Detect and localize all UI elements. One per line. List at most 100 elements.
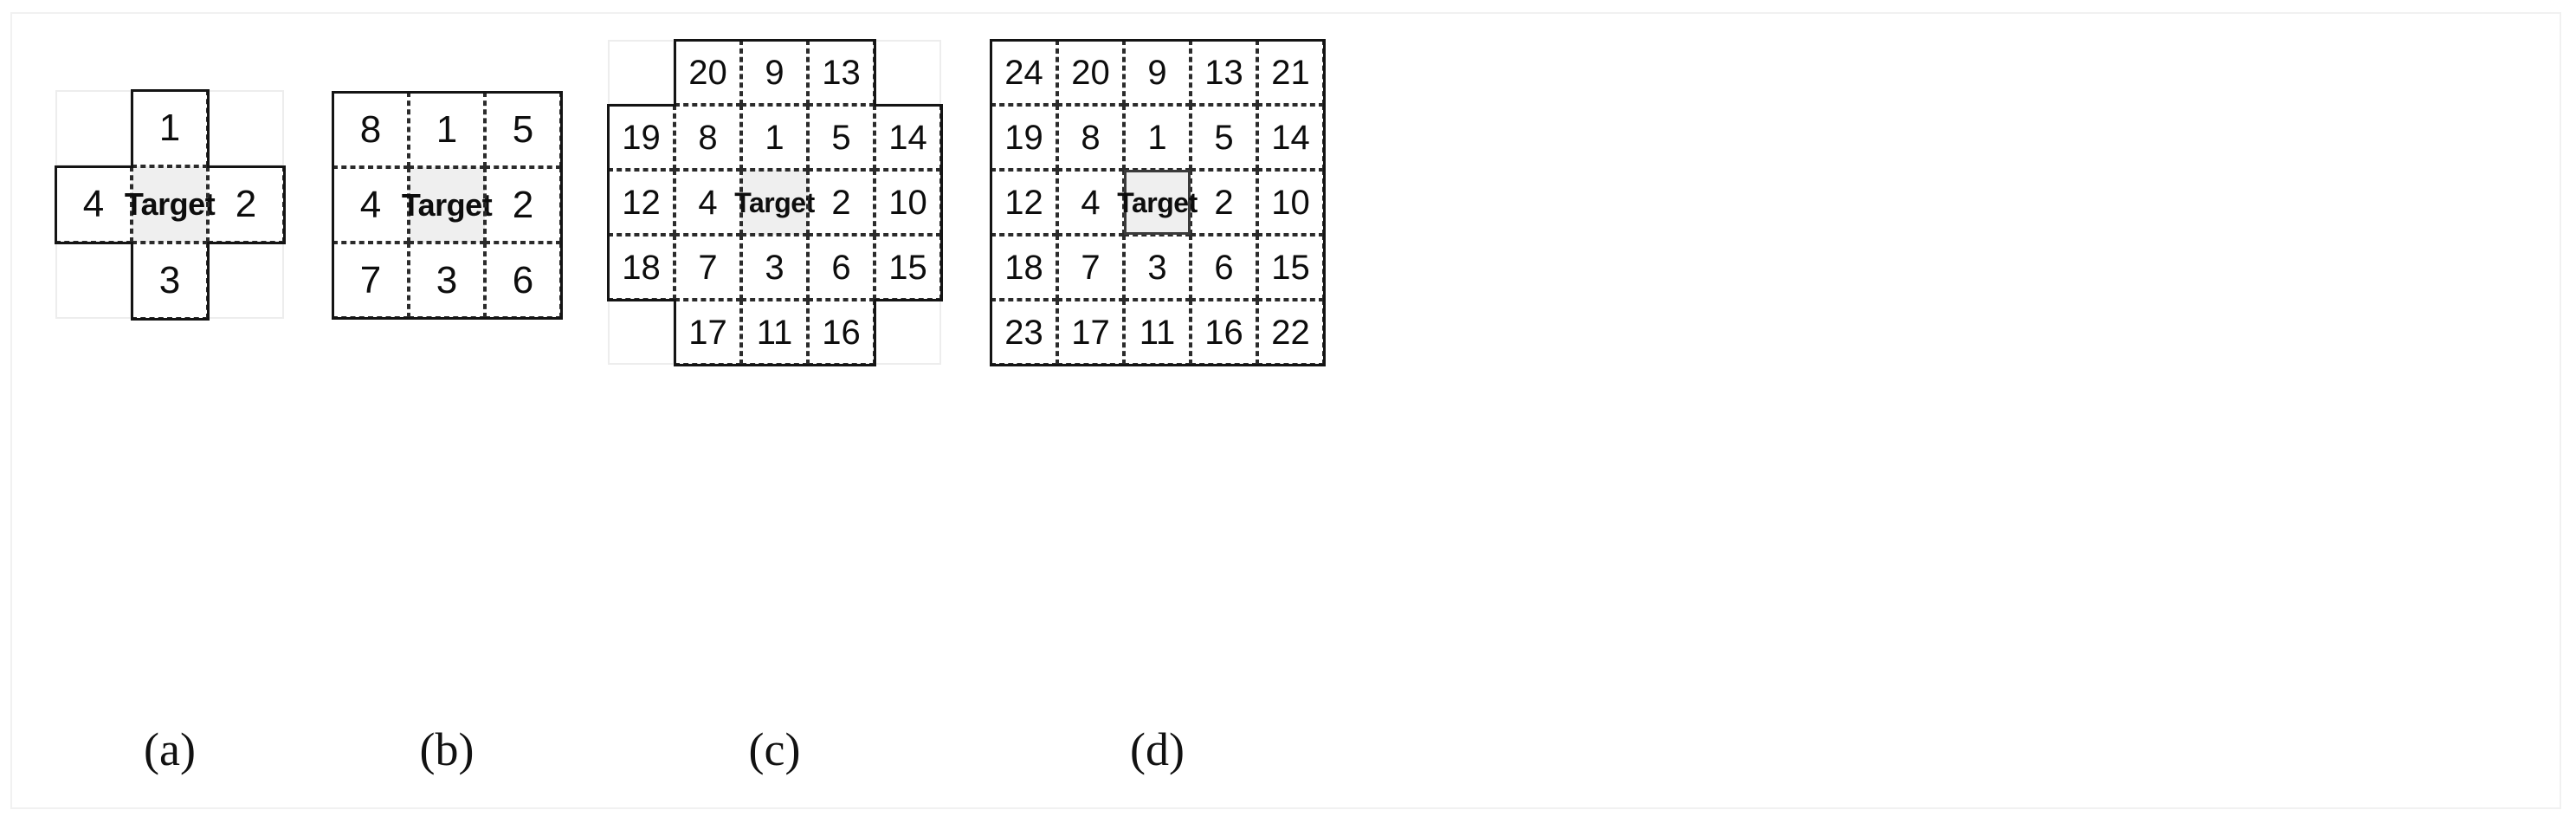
panel-c-cell-14: 14 (875, 105, 941, 170)
panel-a-neighborhood-outline-segment (130, 241, 133, 321)
panel-c-caption: (c) (748, 723, 801, 775)
panel-c-neighborhood-outline-segment (873, 298, 876, 366)
panel-d-neighborhood-outline-segment (1056, 363, 1126, 366)
panel-a-cell-1: 1 (132, 90, 208, 166)
panel-a-neighborhood-outline-segment (206, 241, 286, 244)
panel-c-cell-20: 20 (675, 40, 741, 105)
panel-c-cell-9: 9 (741, 40, 808, 105)
panel-c-cell-16: 16 (808, 300, 875, 365)
panel-c-neighborhood-outline-segment (873, 38, 876, 107)
panel-c-neighborhood-outline-segment (806, 38, 876, 42)
panel-c-cell-15: 15 (875, 235, 941, 300)
panel-d-neighborhood-outline-segment (989, 38, 1059, 42)
panel-d-neighborhood-outline-segment (989, 38, 992, 107)
panel-c-cell-13: 13 (808, 40, 875, 105)
panel-b-caption: (b) (419, 723, 475, 775)
panel-c-cell-8: 8 (675, 105, 741, 170)
panel-d-cell-22: 22 (1257, 300, 1324, 365)
panel-c-neighborhood-outline-segment (939, 168, 943, 237)
panel-c-cell-5: 5 (808, 105, 875, 170)
panel-b-cell-3: 3 (409, 243, 485, 318)
panel-d-neighborhood-outline-segment (1189, 38, 1259, 42)
panel-d-cell-16: 16 (1191, 300, 1257, 365)
panel-a-neighborhood-outline-segment (282, 165, 286, 244)
panel-c-neighborhood-outline-segment (673, 38, 676, 107)
panel-d-cell-14: 14 (1257, 105, 1324, 170)
panel-c-neighborhood-outline-segment (939, 103, 943, 172)
panel-b-cell-2: 2 (485, 167, 561, 243)
panel-c-neighborhood-outline-segment (739, 363, 810, 366)
panel-c-empty-cell-r4c4 (875, 300, 941, 365)
panel-b-neighborhood-outline-segment (331, 90, 334, 169)
panel-d-cell-23: 23 (991, 300, 1057, 365)
panel-b-neighborhood-outline-segment (559, 165, 563, 244)
panel-d-neighborhood-outline-segment (1256, 38, 1326, 42)
panel-b-neighborhood-outline-segment (407, 90, 487, 94)
panel-d-cell-1: 1 (1124, 105, 1191, 170)
panel-d-cell-11: 11 (1124, 300, 1191, 365)
panel-a-neighborhood-outline-segment (206, 88, 210, 168)
panel-a-neighborhood-outline-segment (130, 317, 210, 321)
panel-c-neighborhood-outline-segment (673, 298, 676, 366)
panel-a-neighborhood-outline-segment (206, 165, 286, 168)
panel-a-neighborhood-outline-segment (206, 241, 210, 321)
panel-c-cell-17: 17 (675, 300, 741, 365)
panel-b-neighborhood-outline-segment (331, 241, 334, 320)
panel-b-neighborhood-outline-segment (331, 90, 410, 94)
panel-c-cell-18: 18 (608, 235, 675, 300)
panel-a-empty-cell-r2c2 (208, 243, 284, 319)
panel-d-caption: (d) (1130, 723, 1185, 775)
panel-c-empty-cell-r0c0 (608, 40, 675, 105)
panel-c-cell-19: 19 (608, 105, 675, 170)
panel-d-cell-4: 4 (1057, 170, 1124, 235)
panel-b-neighborhood-outline-segment (407, 316, 487, 320)
panel-d-neighborhood-outline-segment (989, 363, 1059, 366)
panel-a-neighborhood-outline-segment (54, 165, 57, 244)
panel-a-neighborhood-outline-segment (54, 165, 133, 168)
panel-d-neighborhood-outline-segment (1322, 233, 1326, 301)
panel-c-neighborhood-outline-segment (873, 298, 943, 301)
panel-c-cell-10: 10 (875, 170, 941, 235)
panel-d-neighborhood-outline-segment (989, 233, 992, 301)
panel-d-neighborhood-outline-segment (989, 168, 992, 237)
panel-c-cell-12: 12 (608, 170, 675, 235)
panel-d-cell-8: 8 (1057, 105, 1124, 170)
panel-d-neighborhood-outline-segment (989, 298, 992, 366)
panel-d-target-cell: Target (1117, 170, 1198, 235)
panel-c-neighborhood-outline-segment (606, 233, 610, 301)
panel-c-target-cell: Target (734, 170, 815, 235)
panel-b-neighborhood-outline-segment (331, 165, 334, 244)
panel-c-empty-cell-r4c0 (608, 300, 675, 365)
panel-d-cell-18: 18 (991, 235, 1057, 300)
panel-d-cell-5: 5 (1191, 105, 1257, 170)
panel-c-neighborhood-outline-segment (606, 103, 610, 172)
panel-d-neighborhood-outline-segment (1122, 363, 1192, 366)
panel-d-cell-10: 10 (1257, 170, 1324, 235)
panel-d-neighborhood-outline-segment (989, 103, 992, 172)
panel-a-empty-cell-r0c2 (208, 90, 284, 166)
panel-b-cell-8: 8 (332, 92, 409, 167)
panel-c-neighborhood-outline-segment (739, 38, 810, 42)
panel-d-cell-6: 6 (1191, 235, 1257, 300)
panel-c-cell-2: 2 (808, 170, 875, 235)
panel-a-neighborhood-outline-segment (130, 88, 133, 168)
panel-d-neighborhood-outline-segment (1322, 168, 1326, 237)
panel-d-neighborhood-outline-segment (1122, 38, 1192, 42)
panel-b-cell-7: 7 (332, 243, 409, 318)
panel-d-neighborhood-outline-segment (1256, 363, 1326, 366)
panel-a-empty-cell-r0c0 (55, 90, 132, 166)
panel-d-cell-13: 13 (1191, 40, 1257, 105)
panel-b-cell-4: 4 (332, 167, 409, 243)
panel-a-neighborhood-outline-segment (130, 88, 210, 92)
panel-d-cell-7: 7 (1057, 235, 1124, 300)
panel-c-neighborhood-outline-segment (606, 103, 676, 107)
panel-b-neighborhood-outline-segment (483, 316, 563, 320)
panel-d-cell-24: 24 (991, 40, 1057, 105)
panel-d-neighborhood-outline-segment (1056, 38, 1126, 42)
